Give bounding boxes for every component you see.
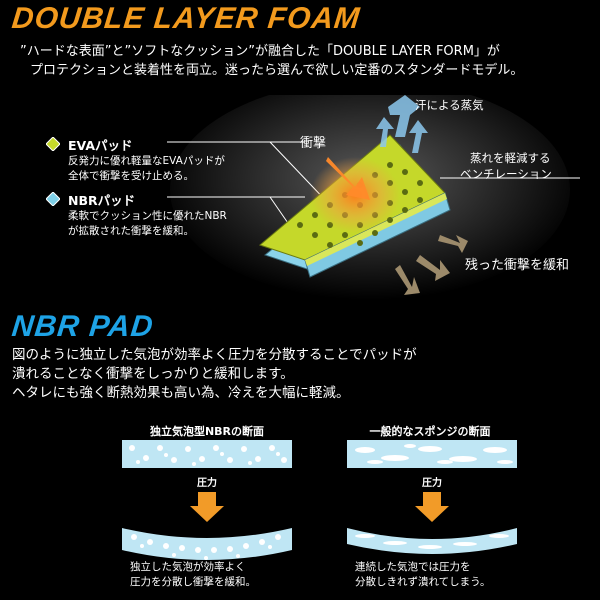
vent-label-2: ベンチレーション [460,167,552,181]
closed-cell-diagram [122,440,292,560]
nbr-desc-line-2: 潰れることなく衝撃をしっかりと緩和します。 [12,366,294,382]
main-title: DOUBLE LAYER FOAM [10,2,362,35]
eva-head: EVAパッド [68,138,133,153]
right-diagram-title: 一般的なスポンジの断面 [369,425,491,438]
eva-desc-2: 全体で衝撃を受け止める。 [68,170,194,182]
nbr-desc-2: が拡散された衝撃を緩和。 [68,225,194,237]
right-pressure-label: 圧力 [422,478,442,489]
eva-diamond-icon [46,137,60,151]
residual-label: 残った衝撃を緩和 [465,258,570,273]
steam-label: 汗による蒸気 [415,98,484,112]
nbr-section-desc: 図のように独立した気泡が効率よく圧力を分散することでパッドが 潰れることなく衝撃… [12,346,592,403]
nbr-desc-line-3: ヘタレにも強く断熱効果も高い為、冷えを大幅に軽減。 [12,385,350,401]
intro-text: ”ハードな表面”と”ソフトなクッション”が融合した「DOUBLE LAYER F… [20,42,590,80]
vent-label-1: 蒸れを軽減する [470,151,551,165]
vent-label: 蒸れを軽減する ベンチレーション [460,150,590,182]
left-diagram-title: 独立気泡型NBRの断面 [149,425,265,438]
left-caption: 独立した気泡が効率よく 圧力を分散し衝撃を緩和。 [130,560,300,590]
foam-illustration [167,95,580,300]
left-caption-2: 圧力を分散し衝撃を緩和。 [130,576,256,588]
impact-label: 衝撃 [300,136,327,151]
left-caption-1: 独立した気泡が効率よく [130,561,246,573]
nbr-section-title: NBR PAD [10,310,156,343]
intro-line-2: プロテクションと装着性を両立。迷ったら選んで欲しい定番のスタンダードモデル。 [30,63,524,78]
nbr-desc-line-1: 図のように独立した気泡が効率よく圧力を分散することでパッドが [12,347,417,363]
right-caption-1: 連続した気泡では圧力を [355,561,471,573]
left-pressure-label: 圧力 [197,478,217,489]
open-cell-diagram [347,440,517,554]
nbr-head: NBRパッド [68,193,136,208]
right-caption: 連続した気泡では圧力を 分散しきれず潰れてしまう。 [355,560,525,590]
right-caption-2: 分散しきれず潰れてしまう。 [355,576,491,588]
nbr-diamond-icon [46,192,60,206]
intro-line-1: ”ハードな表面”と”ソフトなクッション”が融合した「DOUBLE LAYER F… [20,44,500,59]
